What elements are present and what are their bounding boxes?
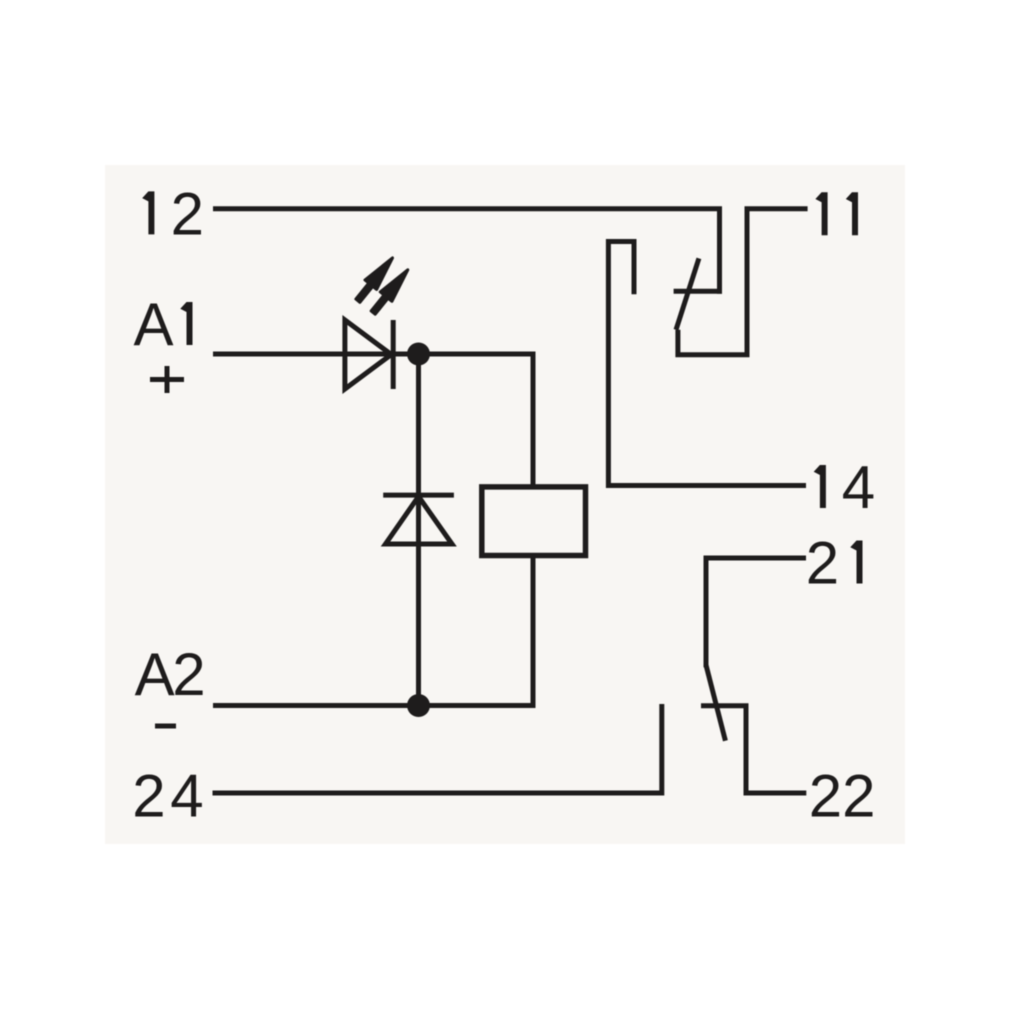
svg-text:2: 2 bbox=[171, 180, 204, 247]
svg-text:2: 2 bbox=[806, 530, 839, 597]
svg-text:A: A bbox=[135, 641, 175, 708]
svg-text:4: 4 bbox=[842, 454, 875, 521]
svg-text:2: 2 bbox=[172, 641, 205, 708]
svg-text:2: 2 bbox=[132, 763, 165, 830]
svg-text:22: 22 bbox=[809, 763, 876, 830]
svg-text:4: 4 bbox=[170, 763, 203, 830]
svg-text:A: A bbox=[134, 291, 174, 358]
